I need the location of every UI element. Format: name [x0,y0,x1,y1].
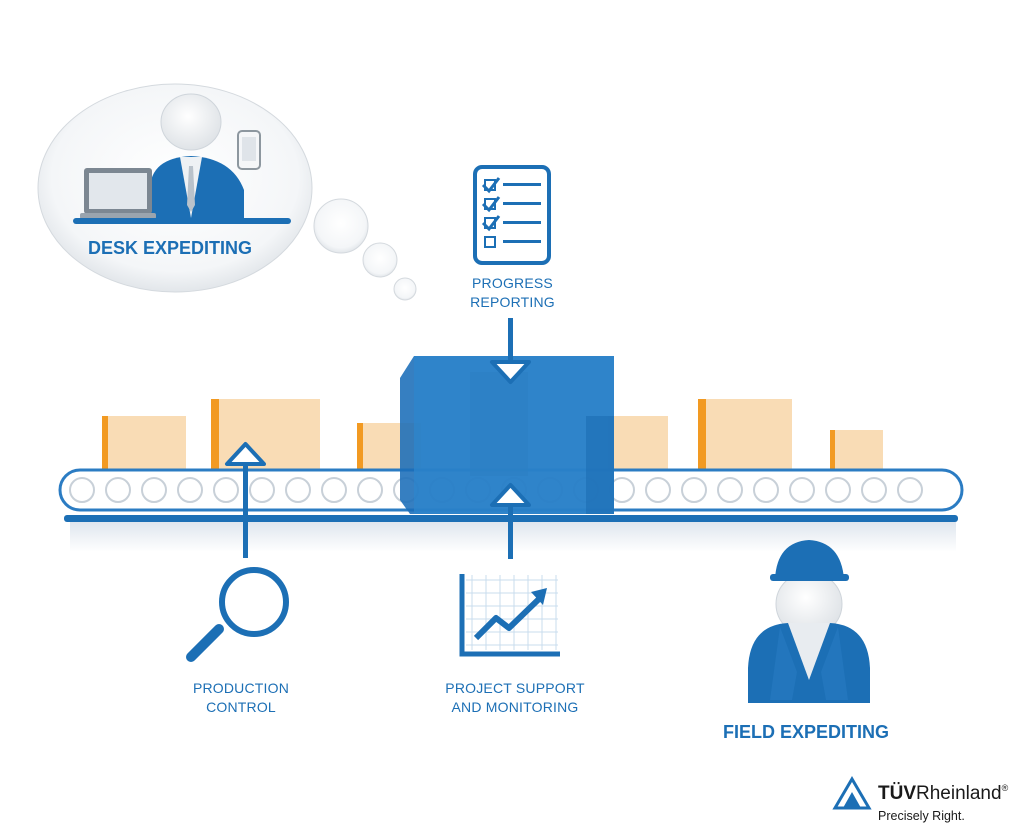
conveyor-roller [213,477,239,503]
conveyor-rollers [69,477,923,503]
desk-worker-icon [73,93,291,224]
project-support-line2: AND MONITORING [451,699,579,715]
conveyor-roller [789,477,815,503]
logo-brand-bold: TÜV [878,783,916,804]
logo-registered: ® [1001,783,1009,793]
magnifier-icon [186,567,289,662]
growth-chart-icon [459,574,560,657]
production-control-label: PRODUCTION CONTROL [180,679,302,717]
project-support-line1: PROJECT SUPPORT [445,680,585,696]
conveyor-roller [645,477,671,503]
conveyor-roller [861,477,887,503]
conveyor-roller [141,477,167,503]
conveyor-roller [69,477,95,503]
box [698,399,792,470]
progress-reporting-line1: PROGRESS [472,275,553,291]
tuv-triangle-logo-icon [832,776,872,810]
conveyor-roller [753,477,779,503]
conveyor-roller [249,477,275,503]
box [608,416,668,470]
checklist-icon [473,165,551,265]
conveyor-roller [321,477,347,503]
arrow-up-production [225,442,266,558]
logo-tagline: Precisely Right. [878,809,965,823]
logo-brand: TÜVRheinland® [878,783,1008,805]
progress-reporting-line2: REPORTING [470,294,555,310]
box [830,430,883,470]
conveyor-roller [825,477,851,503]
conveyor-roller [285,477,311,503]
field-expediting-title: FIELD EXPEDITING [723,722,890,742]
box [102,416,186,470]
progress-reporting-label: PROGRESS REPORTING [460,274,565,312]
field-worker-icon [748,540,870,703]
tuv-rheinland-logo: TÜVRheinland® Precisely Right. [832,778,1017,828]
logo-brand-rest: Rheinland [916,783,1002,804]
box [211,399,320,470]
conveyor-roller [357,477,383,503]
arrow-up-project [490,483,531,559]
inspection-box [400,356,614,514]
project-support-label: PROJECT SUPPORT AND MONITORING [432,679,598,717]
production-control-line1: PRODUCTION [192,680,290,696]
arrow-down-progress [490,318,531,384]
conveyor-roller [681,477,707,503]
conveyor-roller [897,477,923,503]
production-control-line2: CONTROL [206,699,276,715]
conveyor-roller [177,477,203,503]
conveyor-roller [717,477,743,503]
conveyor-roller [105,477,131,503]
desk-expediting-title: DESK EXPEDITING [88,238,253,258]
